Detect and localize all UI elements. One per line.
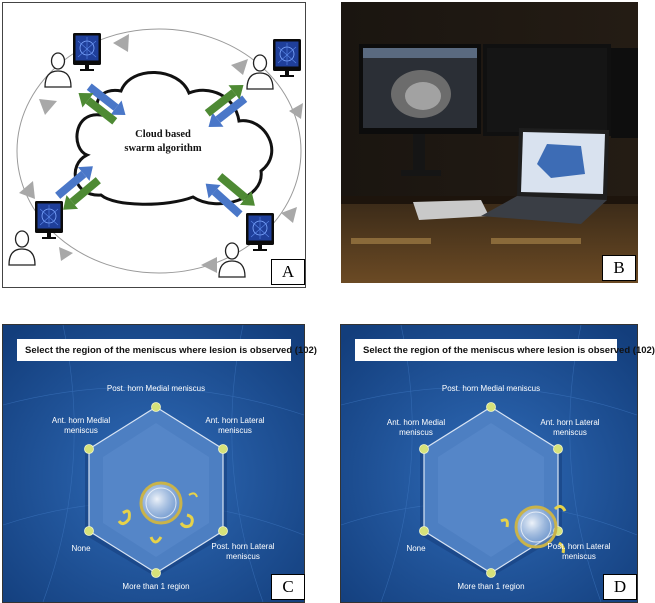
option-node-bottom[interactable] bbox=[151, 568, 161, 578]
option-label-bottom: More than 1 region bbox=[122, 582, 189, 591]
option-node-bottom[interactable] bbox=[486, 568, 496, 578]
swarm-diagram: Cloud based swarm algorithm bbox=[8, 28, 303, 278]
option-label-lower-right-line2: meniscus bbox=[226, 552, 260, 561]
option-label-lower-left: None bbox=[406, 544, 426, 553]
panel-label-a: A bbox=[271, 259, 305, 285]
person-icon bbox=[246, 54, 274, 90]
option-label-top: Post. horn Medial meniscus bbox=[107, 384, 205, 393]
option-label-lower-right-line2: meniscus bbox=[562, 552, 596, 561]
option-node-lower-right[interactable] bbox=[218, 526, 228, 536]
option-label-upper-left-line2: meniscus bbox=[399, 428, 433, 437]
option-label-lower-right: Post. horn Lateral bbox=[211, 542, 274, 551]
orbit-ellipse bbox=[16, 28, 302, 274]
cloud-label-line1: Cloud based bbox=[135, 129, 191, 140]
person-icon bbox=[8, 230, 36, 266]
option-node-upper-left[interactable] bbox=[419, 444, 429, 454]
panel-d-quiz-ui: Post. horn Medial meniscus Ant. horn Med… bbox=[340, 324, 655, 603]
download-arrows bbox=[63, 84, 255, 210]
question-title: Select the region of the meniscus where … bbox=[17, 339, 317, 361]
option-node-top[interactable] bbox=[486, 402, 496, 412]
option-node-upper-right[interactable] bbox=[553, 444, 563, 454]
option-label-upper-left-line2: meniscus bbox=[64, 426, 98, 435]
monitor-icon bbox=[72, 32, 102, 72]
option-label-upper-left: Ant. horn Medial bbox=[52, 416, 110, 425]
option-label-top: Post. horn Medial meniscus bbox=[442, 384, 540, 393]
quiz-background: Post. horn Medial meniscus Ant. horn Med… bbox=[2, 324, 305, 603]
monitor-icon bbox=[245, 212, 275, 252]
option-label-lower-left: None bbox=[71, 544, 91, 553]
orbit-arrowheads bbox=[19, 34, 303, 273]
monitor-icon bbox=[34, 200, 64, 240]
monitor-icon bbox=[272, 38, 302, 78]
upload-arrows bbox=[55, 83, 248, 218]
option-label-lower-right: Post. horn Lateral bbox=[547, 542, 610, 551]
cloud-label-line2: swarm algorithm bbox=[124, 143, 202, 154]
workstation-photo bbox=[341, 2, 638, 283]
panel-b-photo: B bbox=[341, 2, 638, 283]
panel-label-d: D bbox=[603, 574, 637, 600]
option-label-upper-right: Ant. horn Lateral bbox=[205, 416, 264, 425]
keyboard bbox=[413, 200, 489, 220]
option-label-upper-right-line2: meniscus bbox=[218, 426, 252, 435]
option-label-upper-right: Ant. horn Lateral bbox=[540, 418, 599, 427]
option-label-upper-right-line2: meniscus bbox=[553, 428, 587, 437]
panel-c-quiz-ui: Post. horn Medial meniscus Ant. horn Med… bbox=[2, 324, 317, 603]
question-title: Select the region of the meniscus where … bbox=[355, 339, 655, 361]
magnifier-cursor-icon[interactable] bbox=[117, 481, 198, 544]
option-node-lower-left[interactable] bbox=[419, 526, 429, 536]
option-label-upper-left: Ant. horn Medial bbox=[387, 418, 445, 427]
quiz-background: Post. horn Medial meniscus Ant. horn Med… bbox=[340, 324, 638, 603]
magnifier-cursor-icon[interactable] bbox=[500, 504, 567, 554]
panel-label-b: B bbox=[602, 255, 636, 281]
option-node-top[interactable] bbox=[151, 402, 161, 412]
panel-label-c: C bbox=[271, 574, 305, 600]
option-label-bottom: More than 1 region bbox=[457, 582, 524, 591]
panel-a-diagram: Cloud based swarm algorithm bbox=[2, 2, 306, 288]
option-node-upper-left[interactable] bbox=[84, 444, 94, 454]
option-node-lower-left[interactable] bbox=[84, 526, 94, 536]
option-node-upper-right[interactable] bbox=[218, 444, 228, 454]
